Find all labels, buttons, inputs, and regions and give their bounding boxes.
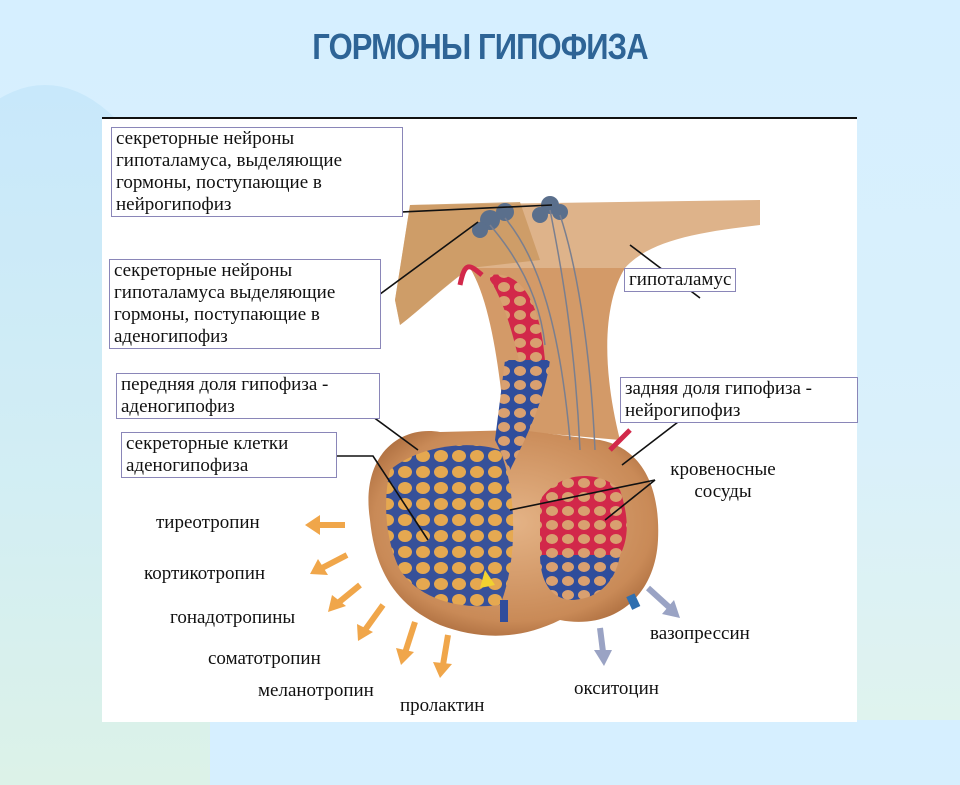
adenohypophysis-cells [386,445,514,607]
hormone-melanotropin: меланотропин [258,680,374,701]
posterior-hormone-arrows [594,585,680,666]
neurohypophysis-vessels-red [540,476,627,555]
hormone-prolactin: пролактин [400,695,485,716]
anterior-hormone-arrows [305,515,452,678]
portal-vessels-blue [495,360,550,470]
label-posterior-lobe: задняя доля гипофиза -нейрогипофиз [620,377,858,423]
pituitary-stalk [470,268,625,440]
page-title: ГОРМОНЫ ГИПОФИЗА [312,26,648,67]
label-anterior-lobe: передняя доля гипофиза -аденогипофиз [116,373,380,419]
hormone-vasopressin: вазопрессин [650,623,750,644]
hormone-corticotropin: кортикотропин [144,563,266,584]
hormone-thyrotropin: тиреотропин [156,512,260,533]
hormone-somatotropin: соматотропин [208,648,321,669]
label-hypothalamus: гипоталамус [624,268,737,292]
portal-vessels-red [490,274,545,365]
hormone-gonadotropins: гонадотропины [170,607,296,628]
hormone-oxytocin: окситоцин [574,678,659,699]
pituitary-diagram [300,196,760,678]
neurohypophysis-vessels-blue [540,555,620,600]
neuron-axons [489,209,596,451]
